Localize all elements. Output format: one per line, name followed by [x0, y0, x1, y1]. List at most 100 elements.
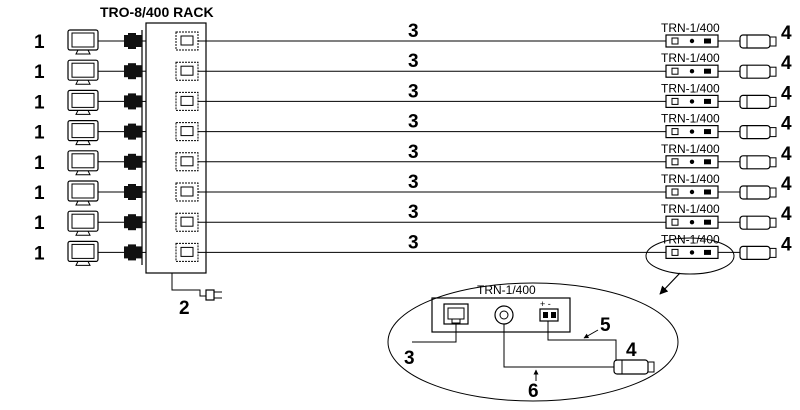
monitor-icon: [67, 210, 99, 236]
receiver-icon: [665, 215, 719, 229]
cable-label: 3: [408, 202, 419, 223]
row-2: 1 3 TRN-1/400 4: [34, 51, 792, 85]
camera-label: 4: [781, 204, 792, 225]
receiver-label: TRN-1/400: [661, 112, 720, 126]
camera-icon: [739, 64, 777, 79]
power-label: 2: [179, 298, 190, 319]
row-3: 1 3 TRN-1/400 4: [34, 81, 792, 115]
detail-receiver-box: [431, 297, 571, 333]
detail-polarity: + -: [540, 299, 551, 309]
monitor-label: 1: [34, 213, 45, 234]
receiver-label: TRN-1/400: [661, 202, 720, 216]
detail-camera-icon: [613, 359, 655, 375]
receiver-label: TRN-1/400: [661, 51, 720, 65]
monitor-label: 1: [34, 183, 45, 204]
rack-rj45-port-icon: [175, 31, 199, 51]
detail-cable-label: 3: [404, 348, 415, 369]
row-5: 1 3 TRN-1/400 4: [34, 142, 792, 176]
highlight-arrow: [659, 272, 681, 295]
receiver-icon: [665, 155, 719, 169]
row-6: 1 3 TRN-1/400 4: [34, 172, 792, 206]
monitor-icon: [67, 240, 99, 266]
receiver-icon: [665, 185, 719, 199]
camera-label: 4: [781, 114, 792, 135]
row-7: 1 3 TRN-1/400 4: [34, 202, 792, 236]
monitor-label: 1: [34, 123, 45, 144]
bnc-connector-icon: [124, 123, 146, 140]
cable-label: 3: [408, 172, 419, 193]
detail-bnc-output: [494, 305, 514, 325]
receiver-label: TRN-1/400: [661, 172, 720, 186]
camera-icon: [739, 155, 777, 170]
rack-title: TRO-8/400 RACK: [100, 4, 214, 20]
cable-label: 3: [408, 81, 419, 102]
highlight-ellipse: [645, 237, 735, 275]
bnc-connector-icon: [124, 153, 146, 170]
monitor-label: 1: [34, 62, 45, 83]
rack-rj45-port-icon: [175, 152, 199, 172]
camera-label: 4: [781, 234, 792, 255]
monitor-label: 1: [34, 92, 45, 113]
camera-label: 4: [781, 83, 792, 104]
detail-camera-label: 4: [626, 340, 637, 361]
monitor-icon: [67, 59, 99, 85]
rack-rj45-port-icon: [175, 61, 199, 81]
detail-title: TRN-1/400: [477, 283, 536, 297]
monitor-icon: [67, 150, 99, 176]
cable-label: 3: [408, 51, 419, 72]
rack-rj45-port-icon: [175, 212, 199, 232]
detail-power-terminal: [539, 308, 559, 322]
receiver-icon: [665, 94, 719, 109]
detail-ellipse: [387, 282, 679, 402]
monitor-label: 1: [34, 153, 45, 174]
monitor-label: 1: [34, 32, 45, 53]
monitor-icon: [67, 180, 99, 206]
bnc-connector-icon: [124, 214, 146, 231]
receiver-icon: [665, 64, 719, 78]
receiver-icon: [665, 34, 719, 48]
camera-label: 4: [781, 144, 792, 165]
rack-rj45-port-icon: [175, 242, 199, 262]
receiver-label: TRN-1/400: [661, 81, 720, 95]
camera-icon: [739, 185, 777, 200]
cable-label: 3: [408, 21, 419, 42]
monitor-icon: [67, 29, 99, 55]
camera-label: 4: [781, 53, 792, 74]
bnc-connector-icon: [124, 93, 146, 110]
monitor-icon: [67, 89, 99, 115]
detail-power-wire: [547, 321, 617, 361]
bnc-connector-icon: [124, 63, 146, 80]
monitor-icon: [67, 119, 99, 146]
cable-label: 3: [408, 232, 419, 253]
bnc-connector-icon: [124, 184, 146, 200]
receiver-label: TRN-1/400: [661, 142, 720, 156]
rack-rj45-port-icon: [175, 182, 199, 202]
receiver-icon: [665, 124, 719, 139]
camera-icon: [739, 34, 777, 49]
rack-body: [145, 22, 207, 274]
row-8: 1 3 TRN-1/400 4: [34, 232, 792, 266]
receiver-label: TRN-1/400: [661, 232, 720, 246]
rack-rj45-port-icon: [175, 91, 199, 111]
camera-icon: [739, 94, 777, 110]
detail-rj45-port: [443, 303, 469, 325]
monitor-label: 1: [34, 243, 45, 264]
power-plug-icon: [205, 289, 215, 301]
detail-utp-wire: [412, 324, 457, 343]
detail-video-label: 6: [528, 381, 539, 402]
camera-label: 4: [781, 174, 792, 195]
rack-rj45-port-icon: [175, 122, 199, 142]
cable-label: 3: [408, 142, 419, 163]
camera-icon: [739, 124, 777, 140]
bnc-connector-icon: [124, 33, 146, 49]
camera-icon: [739, 215, 777, 230]
power-cord: [171, 273, 222, 301]
camera-icon: [739, 245, 777, 260]
bnc-connector-icon: [124, 244, 146, 261]
row-1: 1 3 TRN-1/400 4: [34, 21, 792, 55]
receiver-label: TRN-1/400: [661, 21, 720, 35]
camera-label: 4: [781, 23, 792, 44]
